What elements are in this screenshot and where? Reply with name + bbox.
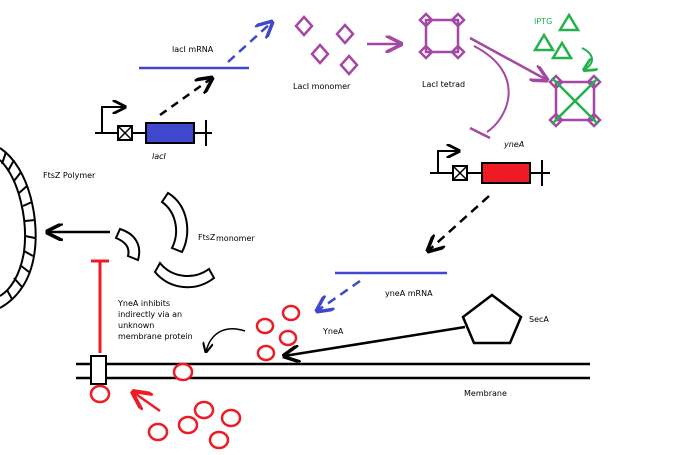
laci-monomers [294,15,359,76]
unknown-membrane-protein [90,355,107,385]
laci-mrna-label: lacI mRNA [172,45,214,54]
laci-gene-label: lacI [152,152,167,161]
ynea-recruitment-arrow [133,392,161,413]
seca-pentagon [461,293,523,345]
ynea-mrna-label: yneA mRNA [385,289,433,298]
inhibit-note-line-2: indirectly via an [118,310,182,319]
inhibit-note-line-1: YneA inhibits [117,299,170,308]
ftsz-monomer-label-1: FtsZ [198,233,216,242]
ynea-gene-construct: yneA [430,140,550,186]
laci-tetrad [418,12,466,60]
ftsz-polymer-label: FtsZ Polymer [43,171,96,180]
seca-transport-arrow [284,325,466,356]
ftsz-monomers [114,191,216,289]
ftsz-polymer [0,147,37,309]
ynea-in-membrane [172,362,194,382]
ynea-bound-protein [89,384,111,404]
ynea-gene-label: yneA [503,140,524,149]
laci-repression-line [473,45,510,133]
laci-tetrad-label: LacI tetrad [422,80,465,89]
ynea-coding-box [481,162,531,184]
ynea-cytoplasm-cluster [255,304,301,362]
inhibit-note-line-3: unknown [118,321,154,330]
membrane-insertion-arrow [206,328,246,352]
iptg-label: IPTG [534,17,552,26]
laci-translation-arrow [227,22,272,63]
ynea-label: YneA [322,327,344,336]
iptg-binding-arrow [469,36,547,80]
membrane [76,355,590,385]
ftsz-monomer-label-2: monomer [216,234,255,243]
ynea-translation-arrow [317,279,361,311]
laci-tetrad-inactivated [548,74,602,128]
iptg-curved-arrow [582,47,592,70]
ynea-transcription-arrow [428,195,490,251]
seca-label: SecA [529,315,549,324]
membrane-label: Membrane [464,389,507,398]
laci-gene-construct: lacI [95,107,212,161]
laci-coding-box [145,122,195,144]
ynea-lower-cluster [147,400,242,450]
laci-monomer-label: LacI monomer [293,82,351,91]
iptg-molecules [532,12,581,60]
laci-transcription-arrow [159,78,212,117]
inhibit-note-line-4: membrane protein [118,332,193,341]
